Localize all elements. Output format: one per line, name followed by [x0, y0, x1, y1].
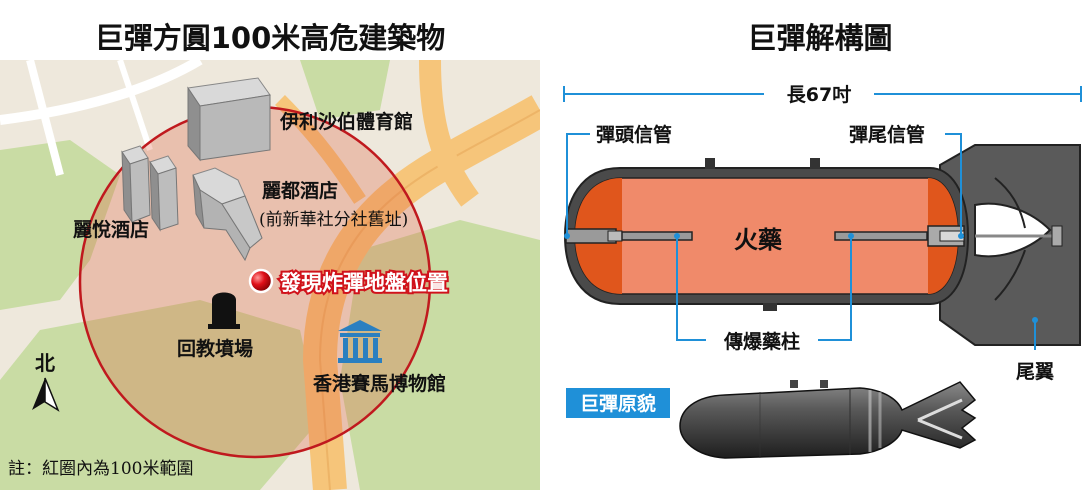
label-length: 長67吋 — [787, 84, 851, 106]
map — [0, 60, 540, 490]
label-explosive: 火藥 — [734, 226, 783, 254]
booster-nose — [621, 231, 693, 241]
building-lido-hotel — [192, 167, 263, 262]
building-rosedale-tower-2 — [149, 155, 179, 232]
label-nose-fuze: 彈頭信管 — [596, 123, 672, 146]
map-title: 巨彈方圓100米高危建築物 — [95, 21, 446, 55]
map-panel: 巨彈方圓100米高危建築物 — [0, 21, 540, 490]
label-tail-fin: 尾翼 — [1016, 361, 1054, 383]
label-booster: 傳爆藥柱 — [723, 330, 800, 353]
bomb-panel: 巨彈解構圖 長67吋 — [563, 21, 1082, 459]
bomb-title: 巨彈解構圖 — [747, 21, 892, 55]
north-arrow-icon — [32, 377, 60, 412]
leader-lines — [566, 133, 1036, 350]
museum-icon — [338, 320, 382, 363]
map-note: 註：紅圈內為100米範圍 — [8, 459, 193, 479]
label-lido-hotel-former: (前新華社分社舊址) — [259, 210, 408, 230]
building-rosedale-tower-1 — [121, 145, 151, 224]
label-tail-fuze: 彈尾信管 — [849, 123, 925, 146]
bomb-photo — [679, 380, 977, 459]
label-rosedale-hotel: 麗悅酒店 — [73, 218, 149, 241]
tail-fin — [939, 144, 1081, 346]
label-lido-hotel: 麗都酒店 — [262, 179, 338, 202]
label-sports-hall: 伊利沙伯體育館 — [279, 110, 413, 133]
label-museum: 香港賽馬博物館 — [312, 372, 446, 395]
label-photo: 巨彈原貌 — [580, 392, 656, 415]
tombstone-icon — [208, 292, 240, 329]
length-dimension — [563, 86, 1082, 102]
photo-label-box — [566, 388, 670, 418]
booster-tail — [834, 231, 928, 241]
building-sports-hall — [187, 77, 271, 162]
label-mosque: 回教墳場 — [177, 337, 253, 360]
label-north: 北 — [35, 351, 55, 375]
bomb-site-marker — [248, 268, 274, 294]
label-bomb-site: 發現炸彈地盤位置 — [279, 271, 448, 295]
